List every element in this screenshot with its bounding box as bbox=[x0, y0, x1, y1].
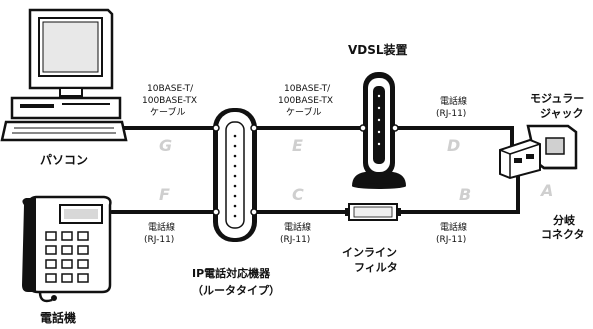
letter-b: B bbox=[459, 185, 471, 204]
modular-jack-label-2: ジャック bbox=[540, 107, 583, 120]
pc-icon bbox=[0, 8, 128, 142]
modular-jack-icon bbox=[499, 124, 578, 180]
splitter-label-1: 分岐 bbox=[553, 213, 576, 227]
phone-icon bbox=[22, 195, 112, 303]
letter-f: F bbox=[159, 185, 170, 204]
cable-b-label-1: 電話線 bbox=[440, 221, 467, 233]
cable-c-label-1: 電話線 bbox=[284, 221, 311, 233]
router-label-1: IP電話対応機器 bbox=[192, 266, 271, 280]
letter-g: G bbox=[159, 136, 172, 155]
pc-label: パソコン bbox=[40, 153, 88, 167]
vdsl-label: VDSL装置 bbox=[348, 42, 408, 57]
cable-d-label-1: 電話線 bbox=[440, 95, 467, 107]
filter-label-2: フィルタ bbox=[354, 261, 398, 274]
cable-e-label-2: 100BASE-TX bbox=[278, 96, 333, 106]
splitter-label-2: コネクタ bbox=[541, 228, 585, 241]
inline-filter: インライン フィルタ bbox=[342, 203, 401, 274]
letter-a: A bbox=[539, 181, 553, 200]
letter-e: E bbox=[292, 136, 303, 155]
letter-d: D bbox=[447, 136, 460, 155]
cable-g-label-3: ケーブル bbox=[150, 106, 185, 118]
letter-c: C bbox=[292, 185, 304, 204]
router-label-2: （ルータタイプ） bbox=[192, 283, 280, 297]
cable-b-label-2: (RJ-11) bbox=[436, 235, 466, 245]
cable-c-label-2: (RJ-11) bbox=[280, 235, 310, 245]
cables bbox=[110, 126, 520, 214]
cable-b bbox=[396, 173, 520, 214]
modular-jack-label-1: モジュラー bbox=[530, 92, 584, 105]
phone: 電話機 bbox=[22, 195, 112, 325]
cable-labels: 10BASE-T/ 100BASE-TX ケーブル 10BASE-T/ 100B… bbox=[142, 84, 467, 245]
cable-f-label-2: (RJ-11) bbox=[144, 235, 174, 245]
cable-letters: G E D F C B A bbox=[159, 136, 553, 204]
cable-g-label-1: 10BASE-T/ bbox=[147, 84, 194, 94]
vdsl-device: VDSL装置 bbox=[348, 42, 408, 189]
cable-d-label-2: (RJ-11) bbox=[436, 109, 466, 119]
filter-label-1: インライン bbox=[342, 246, 397, 259]
phone-label: 電話機 bbox=[40, 310, 76, 325]
cable-f-label-1: 電話線 bbox=[148, 221, 175, 233]
cable-d bbox=[396, 126, 514, 152]
router: IP電話対応機器 （ルータタイプ） bbox=[192, 108, 280, 297]
router-icon bbox=[212, 108, 258, 242]
vdsl-icon bbox=[352, 72, 406, 189]
cable-e-label-3: ケーブル bbox=[286, 106, 321, 118]
cable-g-label-2: 100BASE-TX bbox=[142, 96, 197, 106]
modular-jack: モジュラー ジャック 分岐 コネクタ bbox=[499, 92, 585, 241]
pc: パソコン bbox=[0, 8, 128, 167]
filter-icon bbox=[345, 203, 401, 221]
cable-e-label-1: 10BASE-T/ bbox=[284, 84, 331, 94]
